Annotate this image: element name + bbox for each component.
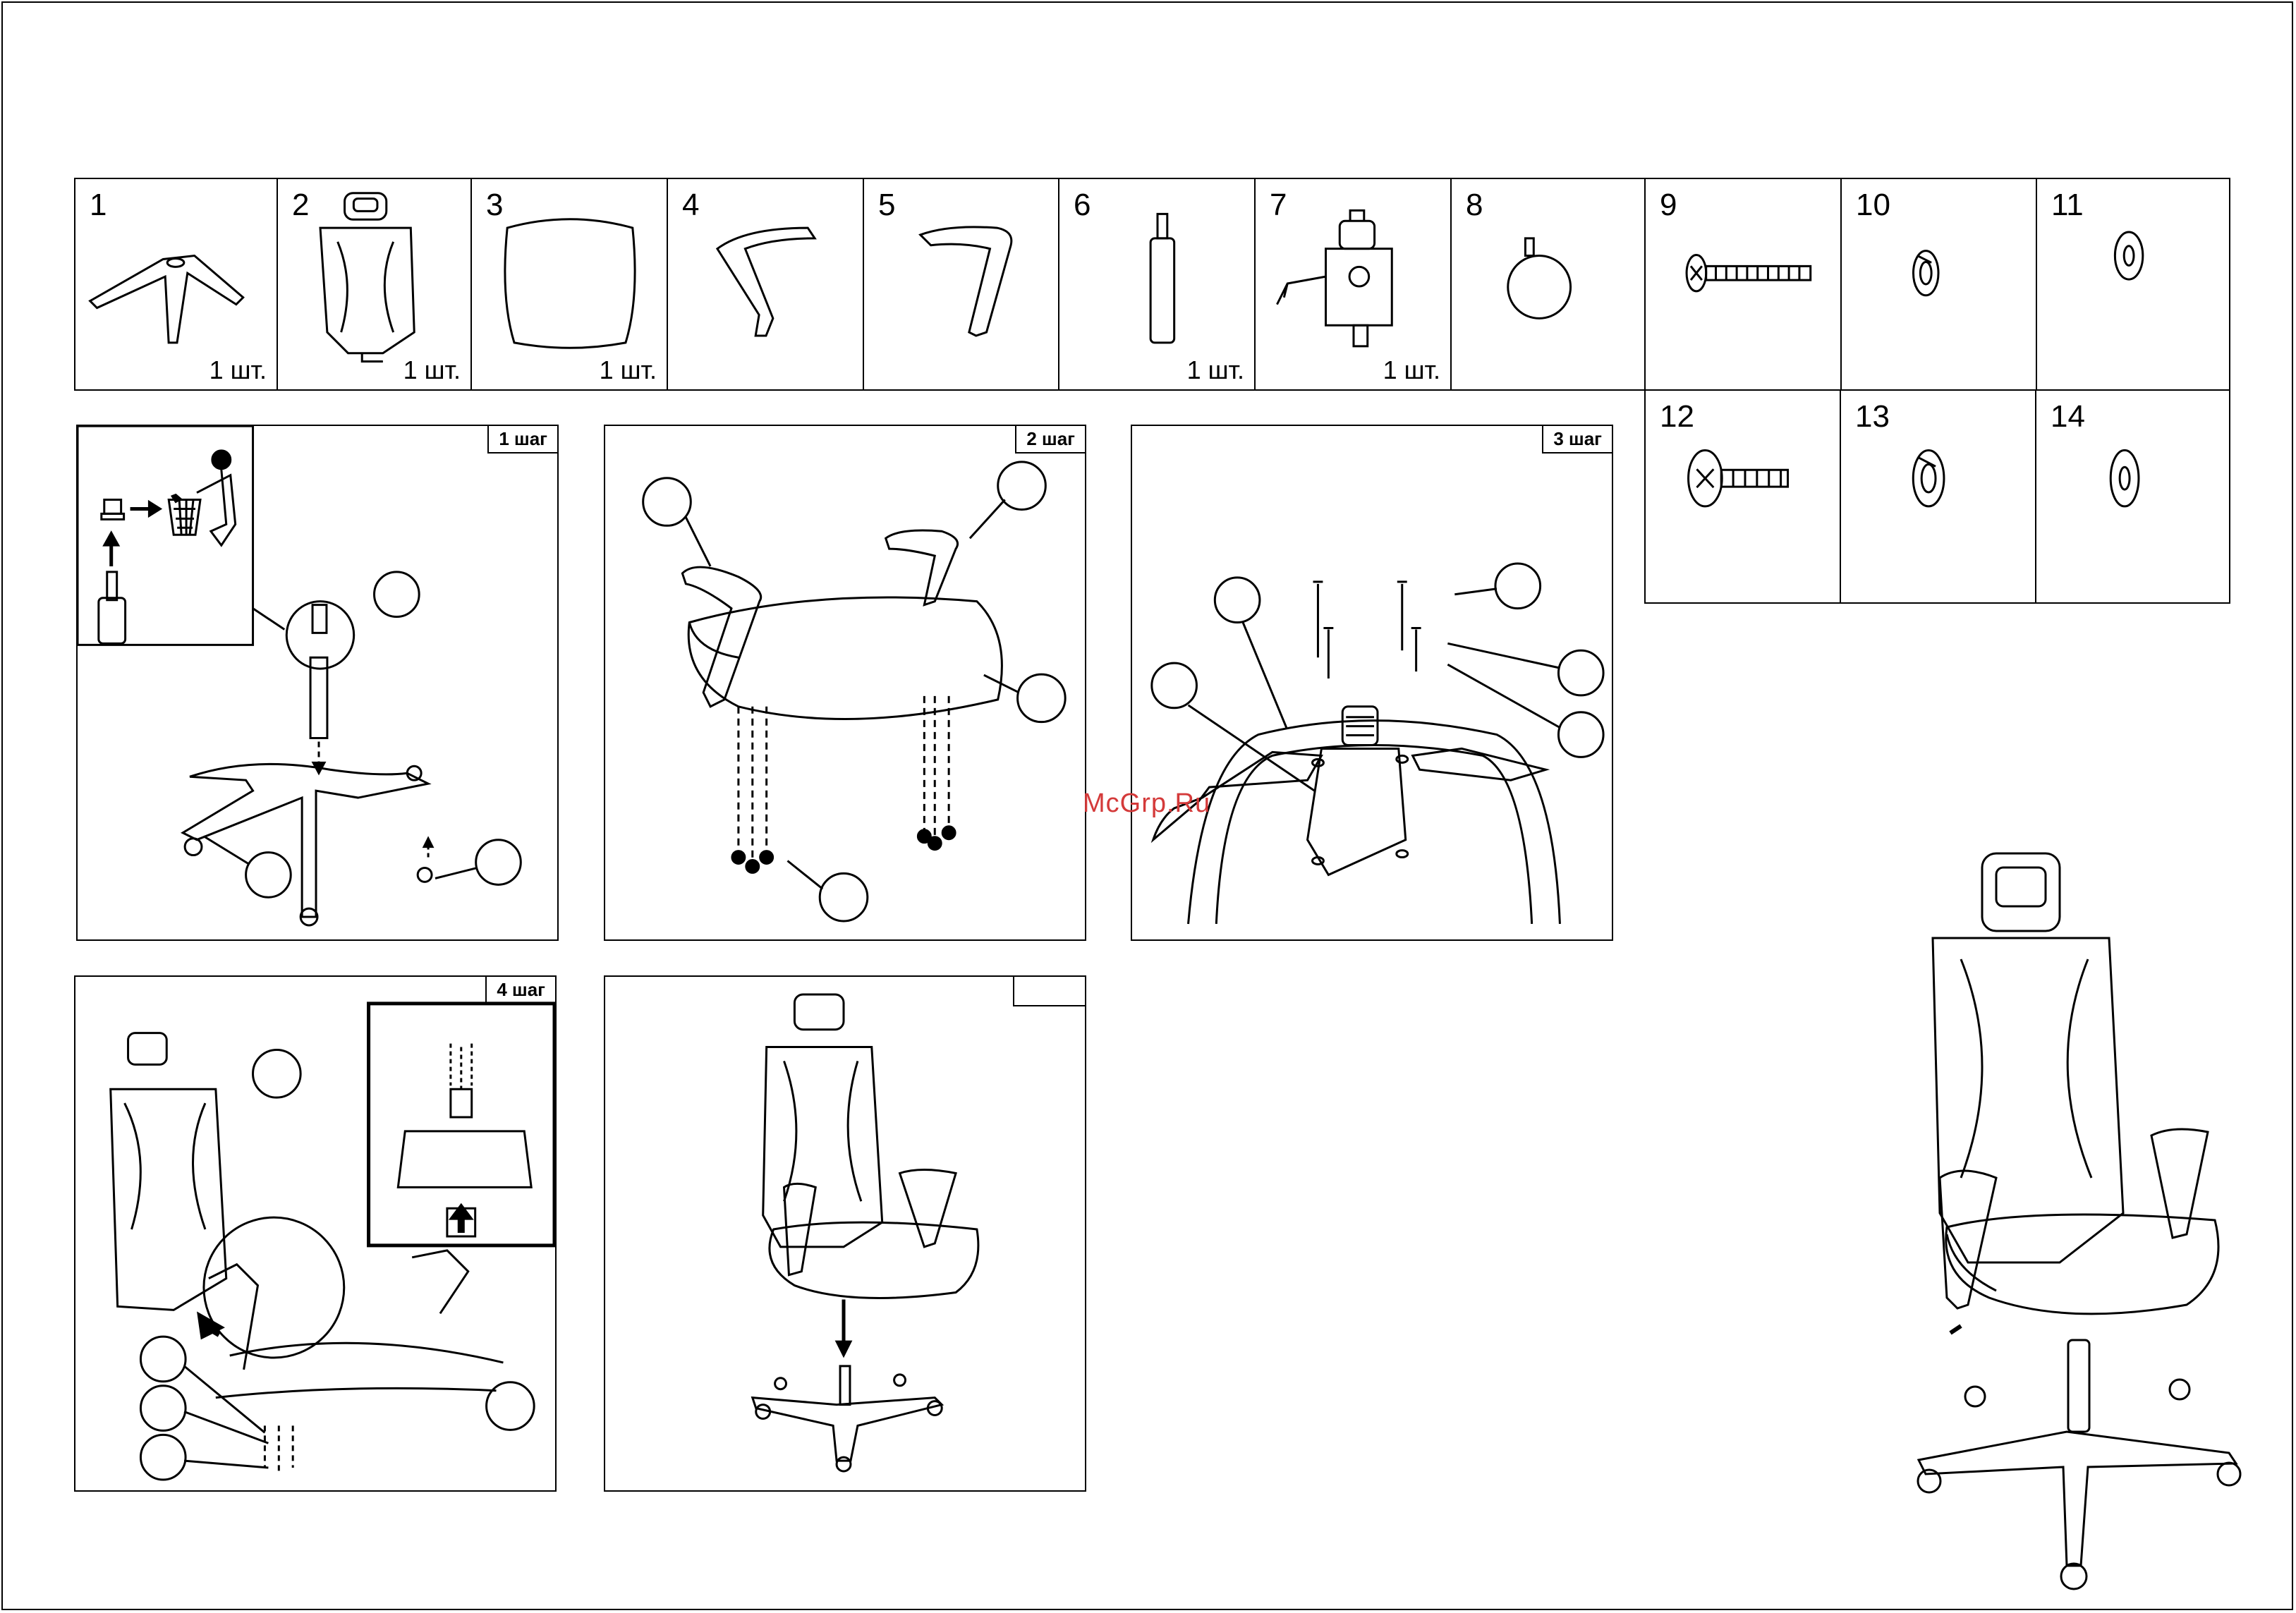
assembled-chair-illustration xyxy=(605,977,1085,1490)
step-3-illustration xyxy=(1132,426,1612,939)
part-cell-13: 13 xyxy=(1841,391,2036,602)
part-cell-11: 11 xyxy=(2037,179,2232,389)
part-cell-14: 14 xyxy=(2036,391,2232,602)
part-cell-8: 8 xyxy=(1452,179,1646,389)
spring-washer-icon xyxy=(1842,179,2036,389)
part-cell-12: 12 xyxy=(1646,391,1841,602)
step-4-illustration xyxy=(75,977,555,1490)
part-cell-7: 7 1 шт. xyxy=(1256,179,1452,389)
part-qty: 1 шт. xyxy=(600,355,657,385)
parts-table-row-2: 12 13 14 xyxy=(1644,391,2230,604)
step-4-panel: 4 шаг xyxy=(74,975,557,1492)
part-cell-6: 6 1 шт. xyxy=(1059,179,1256,389)
part-cell-10: 10 xyxy=(1842,179,2037,389)
part-cell-2: 2 1 шт. xyxy=(278,179,472,389)
armrest-left-icon xyxy=(668,179,863,389)
finished-chair-illustration xyxy=(1890,839,2257,1601)
spring-washer-icon xyxy=(1841,391,2035,602)
armrest-right-icon xyxy=(864,179,1058,389)
part-cell-1: 1 1 шт. xyxy=(75,179,278,389)
long-bolt-icon xyxy=(1646,179,1840,389)
step-2-panel: 2 шаг xyxy=(604,425,1086,941)
part-qty: 1 шт. xyxy=(1187,355,1244,385)
part-cell-9: 9 xyxy=(1646,179,1842,389)
step-5-panel xyxy=(604,975,1086,1492)
part-cell-5: 5 xyxy=(864,179,1059,389)
caster-wheel-icon xyxy=(1452,179,1644,389)
short-bolt-icon xyxy=(1646,391,1840,602)
part-qty: 1 шт. xyxy=(403,355,461,385)
step-1-illustration xyxy=(78,426,557,939)
step-3-panel: 3 шаг xyxy=(1131,425,1613,941)
parts-table-row-1: 1 1 шт. 2 1 шт. 3 1 шт. 4 xyxy=(74,178,2230,391)
part-qty: 1 шт. xyxy=(1383,355,1440,385)
step-2-illustration xyxy=(605,426,1085,939)
part-qty: 1 шт. xyxy=(209,355,267,385)
part-cell-3: 3 1 шт. xyxy=(472,179,668,389)
flat-washer-icon xyxy=(2037,179,2232,389)
step-1-panel: 1 шаг xyxy=(76,425,559,941)
part-cell-4: 4 xyxy=(668,179,864,389)
watermark-text: McGrp.Ru xyxy=(1083,789,1210,819)
flat-washer-icon xyxy=(2036,391,2232,602)
